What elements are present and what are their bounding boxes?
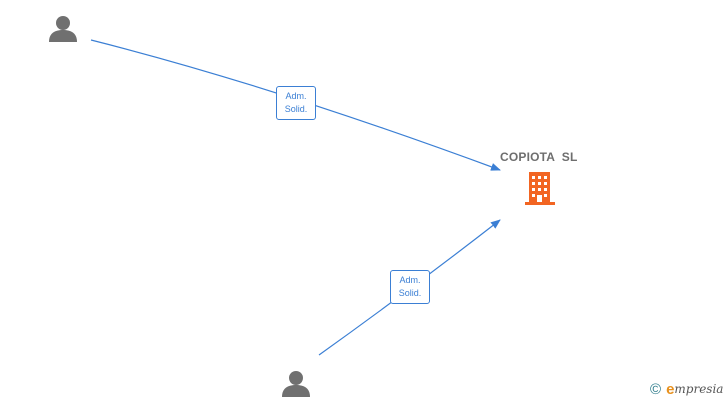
empresia-watermark: © e mpresia: [650, 380, 723, 398]
edge-label-top-line2: Solid.: [284, 104, 308, 114]
brand-initial: e: [666, 380, 675, 398]
edge-label-bottom-line2: Solid.: [398, 288, 422, 298]
edge-label-top-line1: Adm.: [285, 91, 307, 101]
edge-label-top: Adm. Solid.: [276, 86, 316, 120]
brand-name: mpresia: [674, 382, 724, 396]
edge-label-bottom: Adm. Solid.: [390, 270, 430, 304]
edge-label-bottom-line1: Adm.: [399, 275, 421, 285]
person-icon-bottom[interactable]: [282, 371, 310, 397]
company-name-label[interactable]: COPIOTA SL: [500, 150, 578, 164]
building-icon[interactable]: [525, 172, 555, 205]
copyright-symbol: ©: [650, 380, 662, 398]
person-icon-top[interactable]: [49, 16, 77, 42]
